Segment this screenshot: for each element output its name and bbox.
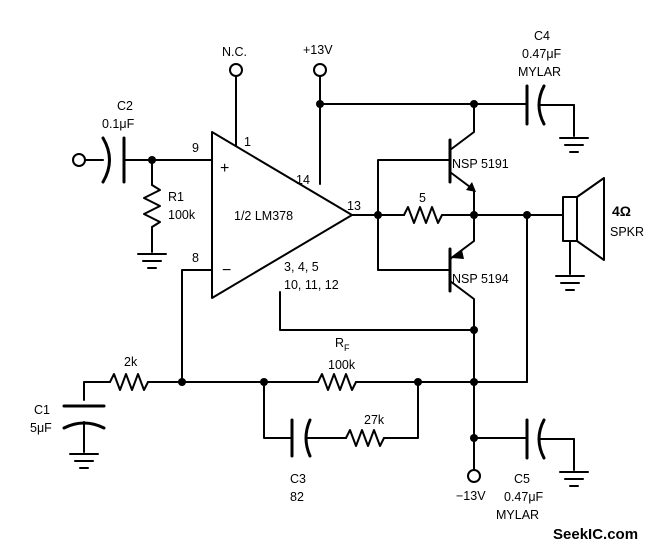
input-jack <box>72 153 104 167</box>
c4-type: MYLAR <box>518 65 561 79</box>
ground-symbol <box>69 453 99 469</box>
pin-1-label: 1 <box>244 135 251 149</box>
speaker-value: 4Ω <box>612 203 631 219</box>
pin-13-label: 13 <box>347 199 361 213</box>
ground-symbol <box>559 471 589 487</box>
r-2k-label: 2k <box>124 355 138 369</box>
q-bottom-label: NSP 5194 <box>452 272 509 286</box>
c5-type: MYLAR <box>496 508 539 522</box>
resistor-r1 <box>143 159 161 253</box>
transistor-nsp5194 <box>448 214 475 331</box>
transistor-nsp5191 <box>448 103 476 216</box>
c3-name: C3 <box>290 472 306 486</box>
c2-value: 0.1μF <box>102 117 135 131</box>
c4-value: 0.47μF <box>522 47 562 61</box>
opamp-name: 1/2 LM378 <box>234 209 293 223</box>
ground-symbol <box>137 253 167 269</box>
ground-pins-wiring <box>279 291 475 331</box>
c4-name: C4 <box>534 29 550 43</box>
capacitor-c1 <box>62 404 106 453</box>
plus-supply-terminal <box>313 63 327 185</box>
resistor-rf <box>263 373 528 391</box>
q-top-label: NSP 5191 <box>452 157 509 171</box>
r1-value: 100k <box>168 208 196 222</box>
capacitor-c2 <box>101 136 213 184</box>
ground-symbol <box>559 137 589 153</box>
minus-input-sign: − <box>222 262 231 279</box>
c2-name: C2 <box>117 99 133 113</box>
capacitor-c5 <box>473 418 575 471</box>
c1-name: C1 <box>34 403 50 417</box>
c5-value: 0.47μF <box>504 490 544 504</box>
junction-dot <box>470 378 478 386</box>
speaker-name: SPKR <box>610 225 644 239</box>
c3-27k-branch <box>263 381 419 458</box>
resistor-5 <box>377 206 475 224</box>
opamp-triangle <box>211 131 353 299</box>
r-emitter-label: 5 <box>419 191 426 205</box>
base-drive-wiring <box>377 159 451 271</box>
plus-supply-label: +13V <box>303 43 333 57</box>
rf-value: 100k <box>328 358 356 372</box>
pin-8-label: 8 <box>192 251 199 265</box>
c1-value: 5μF <box>30 421 52 435</box>
inverting-input-wiring <box>181 269 213 383</box>
capacitor-c4 <box>525 84 575 137</box>
pin-14-label: 14 <box>296 173 310 187</box>
r1-name: R1 <box>168 190 184 204</box>
minus-supply-label: −13V <box>456 489 486 503</box>
pin-9-label: 9 <box>192 141 199 155</box>
c3-value: 82 <box>290 490 304 504</box>
speaker-icon <box>562 177 605 275</box>
c5-name: C5 <box>514 472 530 486</box>
nc-label: N.C. <box>222 45 247 59</box>
watermark: SeekIC.com <box>553 526 638 543</box>
plus-input-sign: + <box>220 160 229 177</box>
r-27k-label: 27k <box>364 413 385 427</box>
ground-pins-a: 3, 4, 5 <box>284 260 319 274</box>
ground-symbol <box>555 275 585 291</box>
resistor-2k <box>83 373 183 401</box>
ground-pins-b: 10, 11, 12 <box>284 278 339 292</box>
minus-supply-terminal <box>467 437 481 483</box>
rf-name: RF <box>335 336 350 353</box>
nc-terminal <box>229 63 243 147</box>
